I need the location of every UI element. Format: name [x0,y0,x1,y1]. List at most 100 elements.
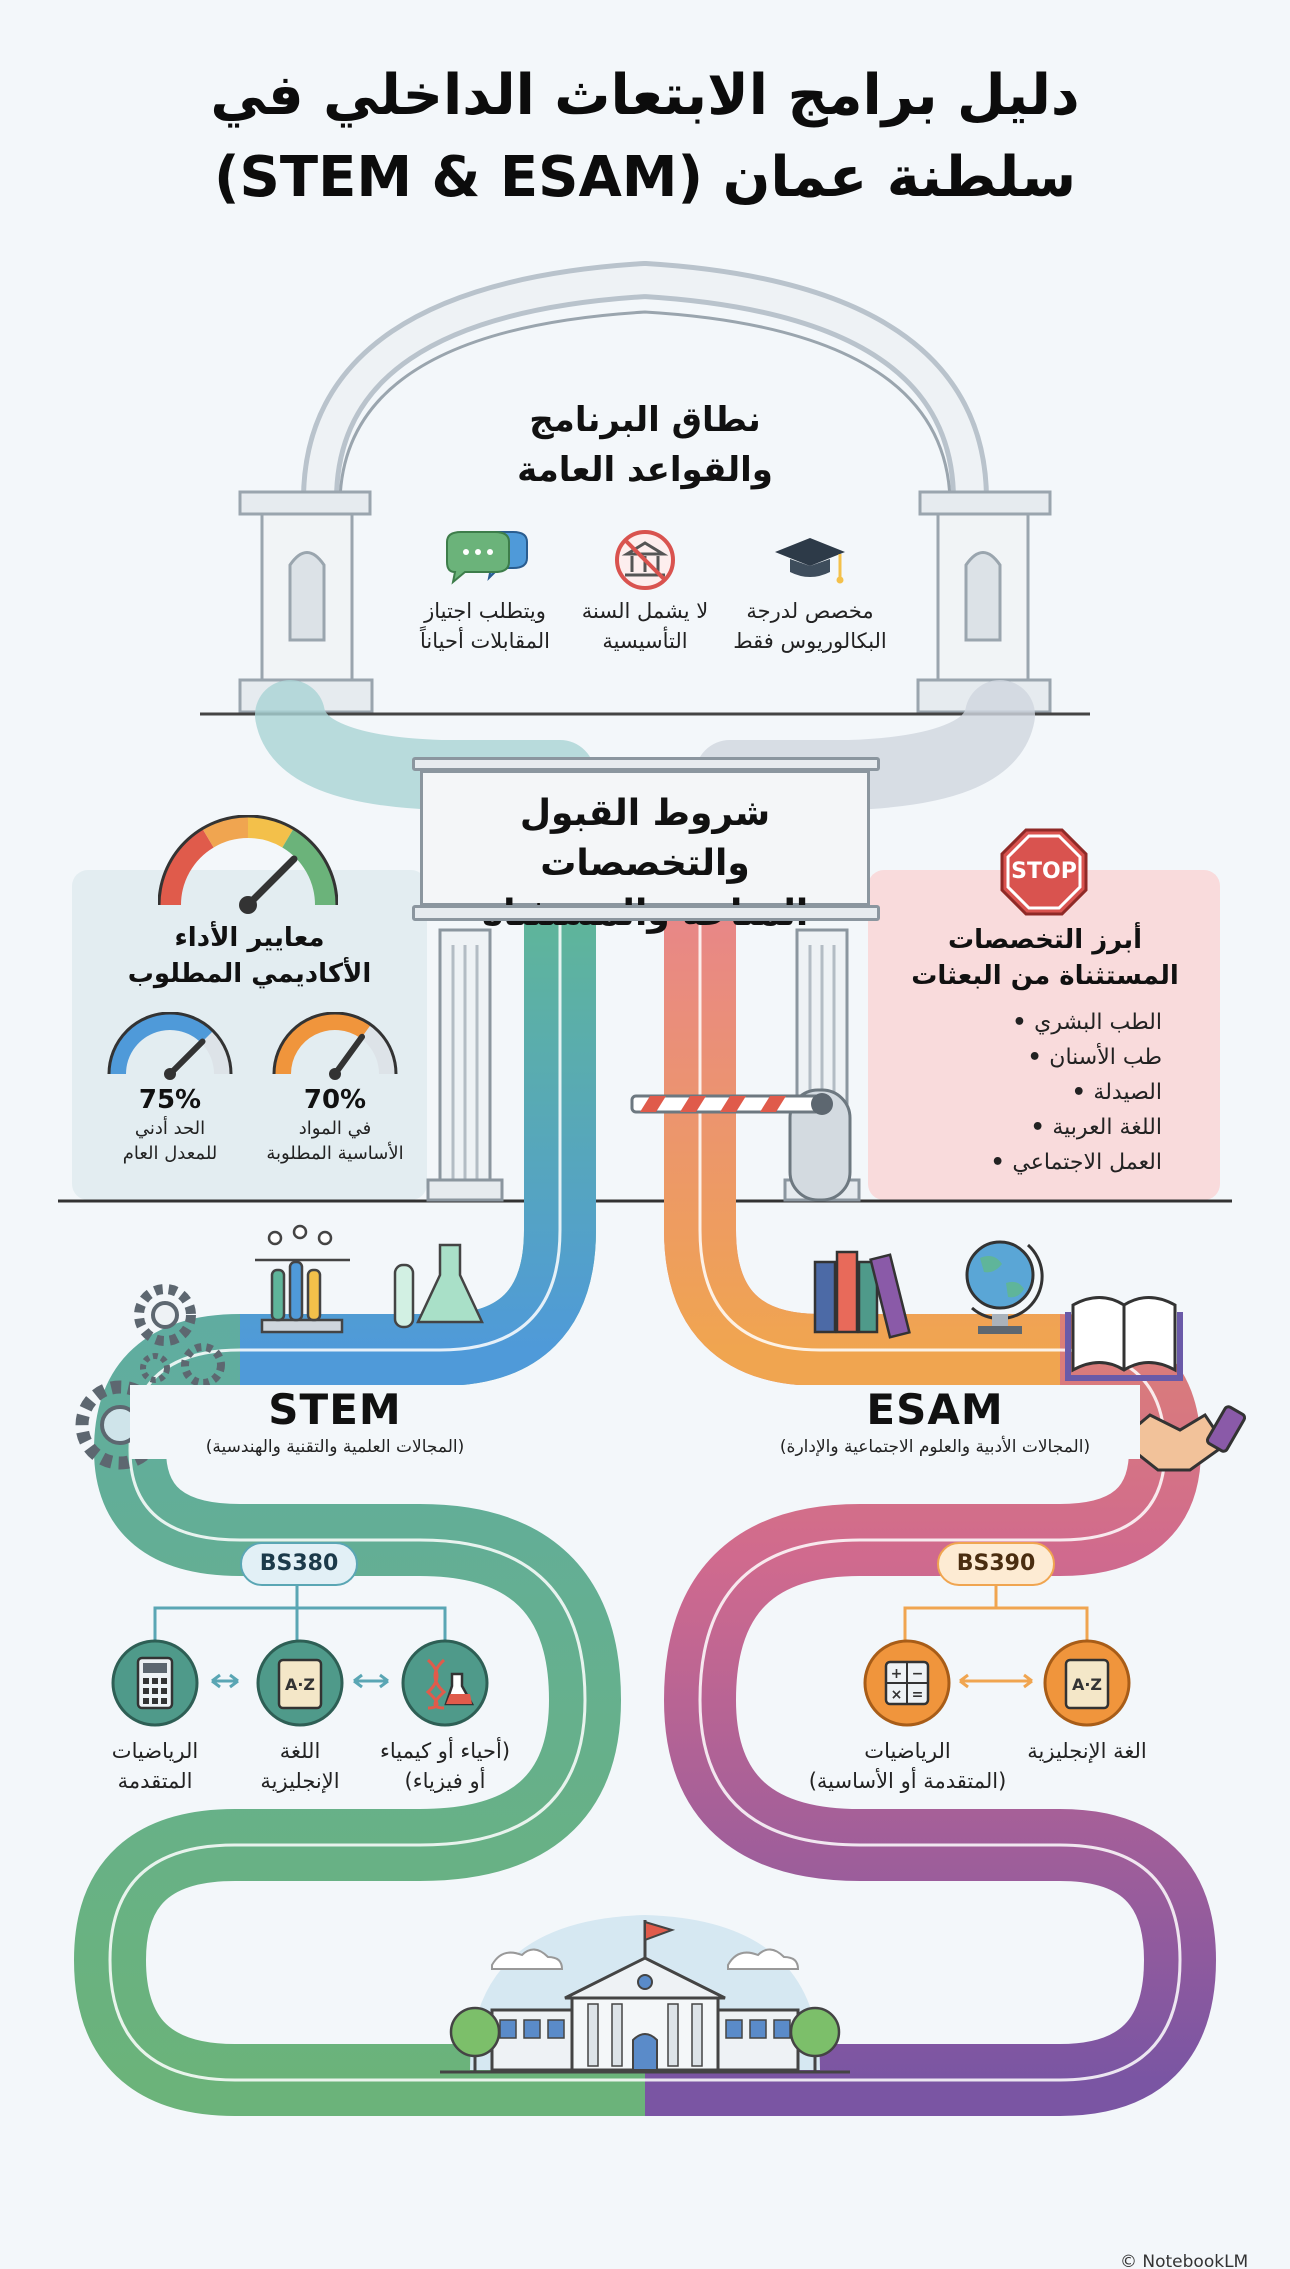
excluded-title: أبرز التخصصات المستثناة من البعثات [880,922,1210,994]
stem-subject-math-line1: الرياضيات [111,1739,199,1763]
rule-no-foundation-line1: لا يشمل السنة [581,599,709,623]
gauge-fill [275,1014,371,1075]
stem-subject-math [110,1638,200,1728]
excluded-item: طب الأسنان [900,1040,1162,1075]
dna-flask-icon [401,1639,489,1727]
dictionary-icon: A·Z [1043,1639,1131,1727]
gauge-needle [332,1033,366,1077]
gauge-gpa-icon [107,1011,233,1080]
rule-no-foundation-line2: التأسيسية [602,629,688,653]
stem-subject-english: A·Z [255,1638,345,1728]
stop-sign-label: STOP [1011,859,1077,884]
stop-sign-icon: STOP [1000,828,1088,916]
stem-header: STEM (المجالات العلمية والتقنية والهندسي… [130,1385,540,1459]
gauge-core-subjects: 70% في المواد الأساسية المطلوبة [250,1011,420,1166]
stem-title: STEM [268,1385,402,1434]
rule-interviews: ويتطلب اجتياز المقابلات أحياناً [395,528,575,656]
esam-subject-english-line1: الغة الإنجليزية [1027,1739,1147,1763]
admission-box-top-beam [412,757,880,771]
rule-interviews-line1: ويتطلب اجتياز [424,599,546,623]
rule-bachelor-line1: مخصص لدرجة [746,599,874,623]
performance-meter [157,814,339,915]
admission-box: شروط القبول والتخصصات المتاحة والمستثناة [420,770,870,934]
rule-no-foundation: لا يشمل السنة التأسيسية [555,528,735,656]
excluded-item: العمل الاجتماعي [900,1145,1162,1180]
esam-subject-math-label: الرياضيات (المتقدمة أو الأساسية) [790,1736,1025,1796]
excluded-item: الطب البشري [900,1005,1162,1040]
svg-text:A·Z: A·Z [1072,1675,1102,1694]
admission-box-bottom-beam [412,905,880,921]
gauge-rim [272,1011,398,1075]
excluded-item: اللغة العربية [900,1110,1162,1145]
gauge-hub [164,1068,176,1080]
page-title-line2: سلطنة عمان (STEM & ESAM) [213,145,1077,210]
excluded-list: الطب البشري طب الأسنان الصيدلة اللغة الع… [900,1005,1162,1180]
gauge-fill [110,1014,213,1075]
page-title-line1: دليل برامج الابتعاث الداخلي في [210,63,1080,128]
stem-subject-english-line2: الإنجليزية [260,1769,340,1793]
scope-title-line2: والقواعد العامة [517,450,773,490]
svg-text:=: = [912,1687,924,1703]
esam-code-badge: BS390 [937,1542,1055,1586]
page-title: دليل برامج الابتعاث الداخلي في سلطنة عما… [0,55,1290,219]
math-symbols-icon: + − × = [863,1639,951,1727]
rule-bachelor-line2: البكالوريوس فقط [733,629,887,653]
performance-title: معايير الأداء الأكاديمي المطلوب [72,920,427,992]
admission-title: شروط القبول والتخصصات المتاحة والمستثناة [423,773,867,939]
gauge-needle [167,1038,206,1077]
esam-subtitle: (المجالات الأدبية والعلوم الاجتماعية وال… [779,1437,1091,1457]
esam-title: ESAM [866,1385,1004,1434]
performance-title-line2: الأكاديمي المطلوب [127,959,372,989]
stem-subject-math-line2: المتقدمة [117,1769,193,1793]
svg-text:×: × [891,1687,903,1703]
stem-code-badge: BS380 [240,1542,358,1586]
books-icon [813,1250,911,1339]
graduation-cap-icon [775,538,845,584]
admission-title-line1: شروط القبول والتخصصات [519,793,771,884]
stem-subject-science-label: (أحياء أو كيمياء أو فيزياء) [360,1736,530,1796]
scope-title: نطاق البرنامج والقواعد العامة [445,395,845,495]
stem-subject-science-line1: (أحياء أو كيمياء [379,1739,511,1763]
stem-subject-science [400,1638,490,1728]
esam-header: ESAM (المجالات الأدبية والعلوم الاجتماعي… [730,1385,1140,1459]
gauge-gpa-line2: للمعدل العام [122,1143,218,1164]
esam-subject-math-line2: (المتقدمة أو الأساسية) [808,1769,1007,1793]
gauge-core-subjects-icon [272,1011,398,1080]
barrier-gate [630,1088,852,1202]
svg-text:+: + [891,1666,903,1682]
stem-subject-english-line1: اللغة [279,1739,321,1763]
no-foundation-icon [615,530,675,590]
gauge-gpa-value: 75% [138,1085,202,1115]
gauge-core-subjects-value: 70% [303,1085,367,1115]
scope-title-line1: نطاق البرنامج [529,400,761,440]
performance-title-line1: معايير الأداء [174,923,325,953]
speedometer-icon [157,814,339,914]
esam-subject-math: + − × = [862,1638,952,1728]
open-book-icon [1065,1296,1183,1381]
rule-interviews-line2: المقابلات أحياناً [419,629,550,653]
chat-bubbles-icon [446,531,528,585]
stem-subject-math-label: الرياضيات المتقدمة [80,1736,230,1796]
excluded-title-line2: المستثناة من البعثات [911,961,1179,991]
footer-credit: © NotebookLM [1120,2252,1249,2269]
svg-text:−: − [912,1666,924,1682]
esam-subject-math-line1: الرياضيات [864,1739,951,1763]
stem-subject-science-line2: أو فيزياء) [404,1769,486,1793]
dictionary-icon: A·Z [256,1639,344,1727]
gauge-rim [107,1011,233,1075]
gauge-hub [329,1068,341,1080]
gauge-core-subjects-line1: في المواد [298,1118,372,1139]
gauge-gpa-line1: الحد أدني [134,1118,206,1139]
rule-bachelor: مخصص لدرجة البكالوريوس فقط [720,528,900,656]
globe-icon [965,1240,1044,1334]
university-building-icon [440,1915,850,2074]
calculator-icon [111,1639,199,1727]
excluded-item: الصيدلة [900,1075,1162,1110]
performance-panel [72,870,427,1200]
svg-text:A·Z: A·Z [285,1675,315,1694]
esam-subject-english: A·Z [1042,1638,1132,1728]
esam-subject-english-label: الغة الإنجليزية [1002,1736,1172,1766]
gauge-core-subjects-line2: الأساسية المطلوبة [266,1143,404,1164]
stem-subject-english-label: اللغة الإنجليزية [225,1736,375,1796]
stem-subtitle: (المجالات العلمية والتقنية والهندسية) [205,1437,465,1457]
